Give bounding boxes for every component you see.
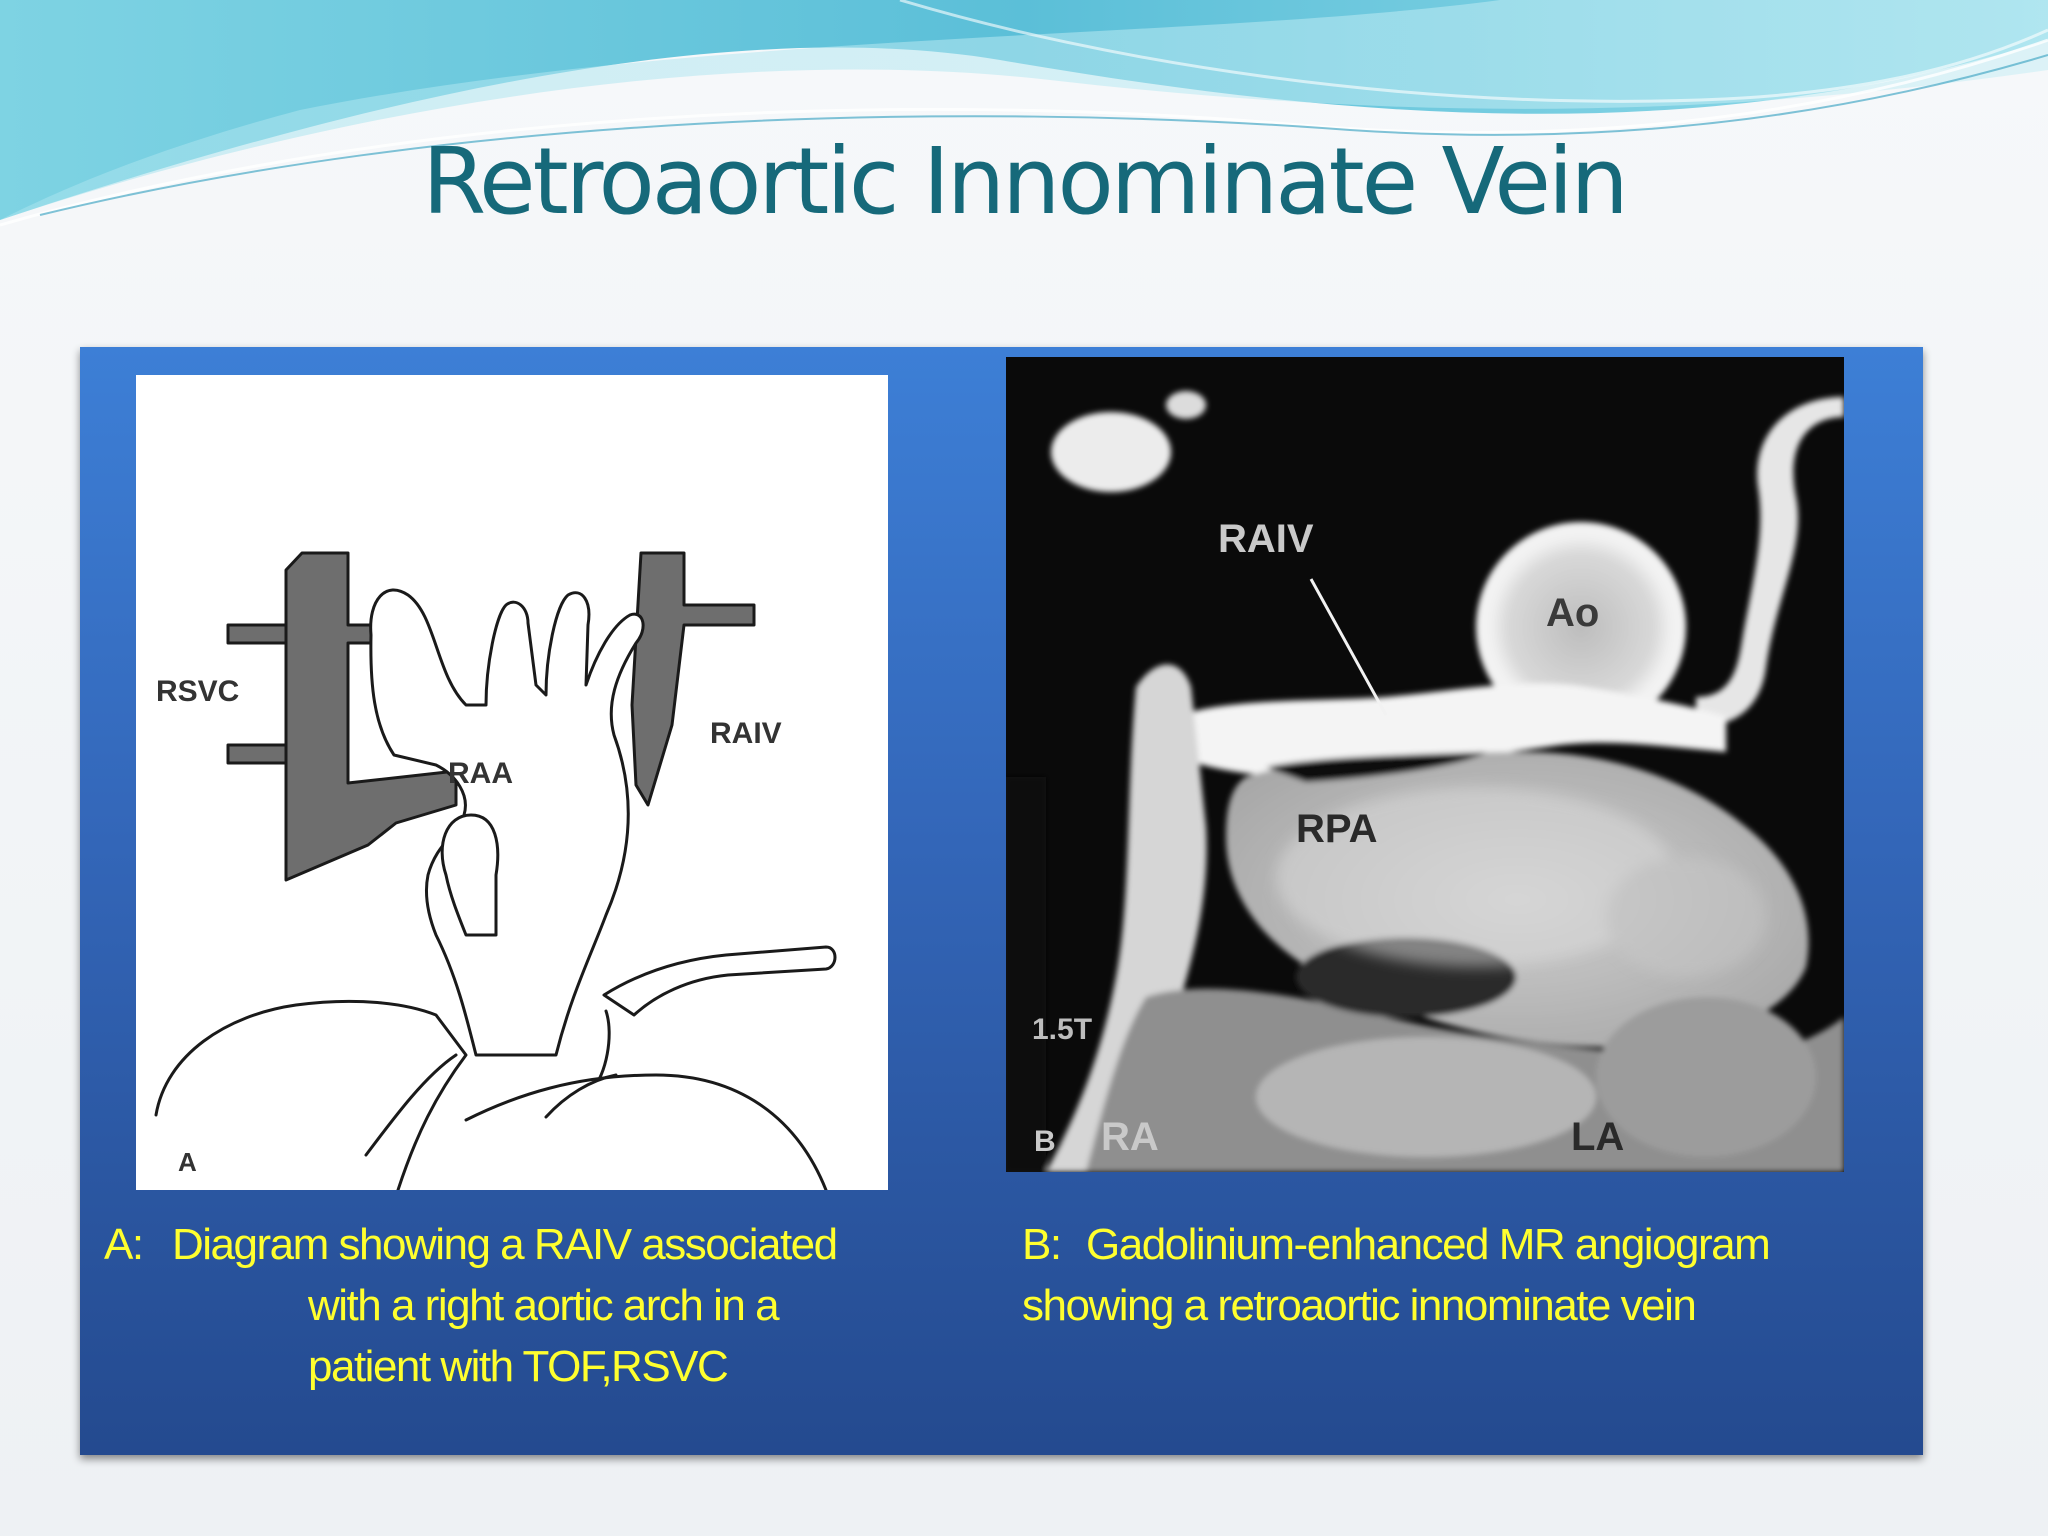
caption-b-line2: showing a retroaortic innominate vein <box>1022 1281 1697 1330</box>
caption-a-line1: Diagram showing a RAIV associated <box>172 1220 838 1269</box>
label-ao: Ao <box>1546 591 1600 635</box>
label-panel-letter-a: A <box>178 1147 197 1177</box>
caption-b-prefix: B: <box>1022 1220 1062 1269</box>
caption-b-line1: Gadolinium-enhanced MR angiogram <box>1086 1220 1771 1269</box>
caption-a-line2: with a right aortic arch in a <box>308 1281 780 1330</box>
diagram-panel: RSVC RAA RAIV A <box>136 375 888 1190</box>
label-panel-letter-b: B <box>1034 1125 1056 1158</box>
content-box: RSVC RAA RAIV A <box>80 347 1923 1455</box>
label-ra: RA <box>1101 1115 1159 1159</box>
label-rpa: RPA <box>1296 807 1378 851</box>
label-la: LA <box>1571 1115 1625 1159</box>
mr-angiogram-panel: RAIV Ao RPA RA LA B 1.5T <box>1006 357 1844 1172</box>
label-raiv: RAIV <box>710 717 782 750</box>
header-wave-decoration <box>0 0 2048 227</box>
mr-angiogram-image <box>1006 391 1844 1172</box>
label-raiv-mr: RAIV <box>1218 517 1314 561</box>
label-field-strength: 1.5T <box>1032 1013 1093 1046</box>
anatomy-diagram <box>154 551 837 1190</box>
slide-title: Retroaortic Innominate Vein <box>422 128 1629 235</box>
label-rsvc: RSVC <box>156 675 240 708</box>
label-raa: RAA <box>448 757 513 790</box>
caption-a-prefix: A: <box>104 1220 144 1269</box>
caption-a-line3: patient with TOF,RSVC <box>308 1342 729 1391</box>
